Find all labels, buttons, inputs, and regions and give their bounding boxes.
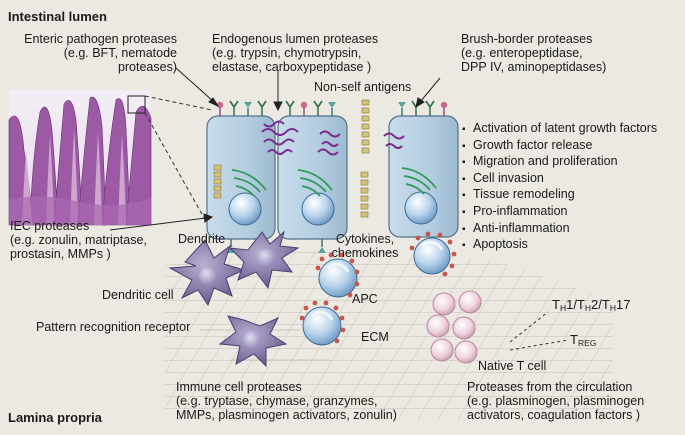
function-item: Anti-inflammation [462, 221, 657, 238]
non-self-antigens-label: Non-self antigens [314, 80, 412, 94]
function-item: Growth factor release [462, 138, 657, 155]
dendritic-cell-icon [218, 315, 288, 368]
t-cell-icon [432, 292, 456, 316]
immune-cell-proteases-label: Immune cell proteases (e.g. tryptase, ch… [176, 380, 397, 422]
apc-cell-icon [318, 258, 358, 298]
differentiation-arrows [509, 311, 569, 351]
t-cell-icon [458, 290, 482, 314]
t-cell-icon [430, 338, 454, 362]
ecm-label: ECM [361, 330, 389, 344]
iec-proteases-label: IEC proteases (e.g. zonulin, matriptase,… [10, 219, 147, 261]
function-item: Apoptosis [462, 237, 657, 254]
t-cell-icon [454, 340, 478, 364]
th-subsets-label: TH1/TH2/TH17 [552, 297, 631, 314]
function-item: Migration and proliferation [462, 154, 657, 171]
enteric-proteases-label: Enteric pathogen proteases (e.g. BFT, ne… [24, 32, 177, 74]
tight-junctions [261, 120, 405, 156]
dendritic-cells [168, 230, 300, 368]
t-cell-icon [452, 316, 476, 340]
dendritic-cell-label: Dendritic cell [102, 288, 174, 302]
cytokines-label: Cytokines, chemokines [331, 232, 399, 260]
function-item: Tissue remodeling [462, 187, 657, 204]
protease-dots [299, 231, 457, 344]
function-item: Activation of latent growth factors [462, 121, 657, 138]
apc-label: APC [352, 292, 378, 306]
prr-label: Pattern recognition receptor [36, 320, 191, 334]
protease-functions-list: Activation of latent growth factors Grow… [462, 121, 657, 254]
ecm-mesh [165, 250, 612, 420]
apical-receptors [216, 100, 448, 117]
apc-cells [299, 231, 457, 346]
endogenous-proteases-label: Endogenous lumen proteases (e.g. trypsin… [212, 32, 379, 74]
t-cell-icon [426, 314, 450, 338]
circulation-proteases-label: Proteases from the circulation (e.g. pla… [467, 380, 645, 422]
golgi-icon [231, 167, 437, 197]
brush-border-proteases-label: Brush-border proteases (e.g. enteropepti… [461, 32, 607, 74]
pointer-arrows [109, 67, 441, 231]
antigen-particles [360, 99, 370, 218]
function-item: Pro-inflammation [462, 204, 657, 221]
dendrite-label: Dendrite [178, 232, 226, 246]
t-cells [426, 290, 482, 364]
dendritic-cell-icon [228, 230, 300, 290]
granule-stack [213, 164, 222, 199]
callout-lines [144, 95, 213, 233]
histology-micrograph [8, 90, 152, 226]
treg-label: TREG [570, 332, 597, 349]
apc-cell-icon [302, 306, 342, 346]
apc-cell-icon [413, 237, 451, 275]
epithelial-cells [206, 115, 459, 240]
lamina-propria-region-label: Lamina propria [8, 410, 102, 425]
native-t-cell-label: Native T cell [478, 359, 547, 373]
function-item: Cell invasion [462, 171, 657, 188]
dendritic-cell-icon [168, 239, 246, 307]
lumen-region-label: Intestinal lumen [8, 9, 107, 24]
